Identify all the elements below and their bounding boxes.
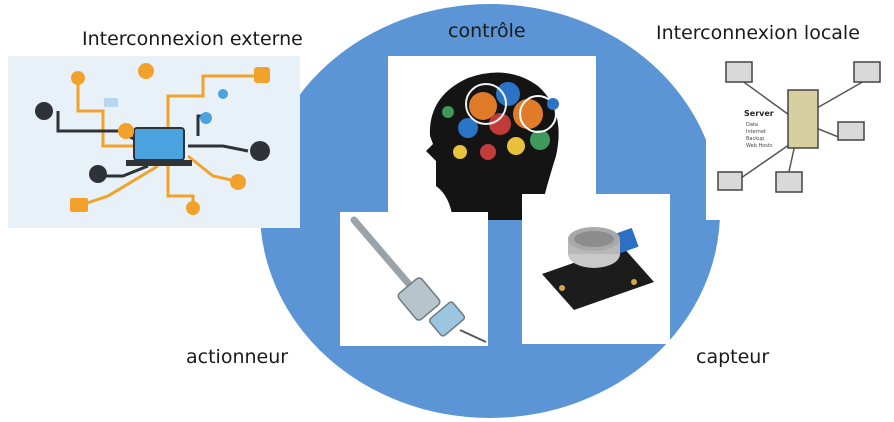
label-actuator: actionneur <box>186 346 289 368</box>
globe-icon <box>89 165 107 183</box>
external-network-illustration <box>8 56 300 228</box>
server-title: Server <box>744 109 774 118</box>
label-control: contrôle <box>448 20 526 42</box>
label-sensor: capteur <box>696 346 770 368</box>
tablet-icon <box>186 201 200 215</box>
server-line: Internet <box>746 129 766 135</box>
laptop-icon <box>133 127 185 161</box>
app-icon <box>254 67 270 83</box>
user-icon <box>118 123 134 139</box>
info-icon <box>230 174 246 190</box>
cloud-icon <box>218 89 228 99</box>
workstation-icon <box>775 171 803 193</box>
brain-gears <box>442 82 559 160</box>
actuator-image <box>340 212 488 346</box>
linear-actuator-icon <box>350 216 487 343</box>
location-icon <box>200 112 212 124</box>
server-line: Backup <box>746 136 764 142</box>
lan-diagram: Server Data Internet Backup Web Hosts <box>717 61 881 193</box>
workstation-icon <box>725 61 753 83</box>
workstation-icon <box>853 61 881 83</box>
sensor-image <box>522 194 670 344</box>
printer-icon <box>837 121 865 141</box>
local-network-illustration: Server Data Internet Backup Web Hosts <box>706 50 890 220</box>
label-local-interconnection: Interconnexion locale <box>656 22 860 44</box>
server-line: Data <box>746 122 758 128</box>
server-icon <box>787 89 819 149</box>
navigation-icon <box>250 141 270 161</box>
screen-icon <box>70 198 88 212</box>
network-diagram <box>35 63 270 215</box>
mail-icon <box>104 98 118 107</box>
device-icon <box>138 63 154 79</box>
printer-icon <box>717 171 743 191</box>
person-icon <box>35 102 53 120</box>
gas-sensor-icon <box>542 227 654 310</box>
brain-head-icon <box>426 72 559 220</box>
label-external-interconnection: Interconnexion externe <box>82 28 303 50</box>
server-line: Web Hosts <box>746 143 773 149</box>
control-brain-image <box>388 56 596 220</box>
phone-icon <box>71 71 85 85</box>
